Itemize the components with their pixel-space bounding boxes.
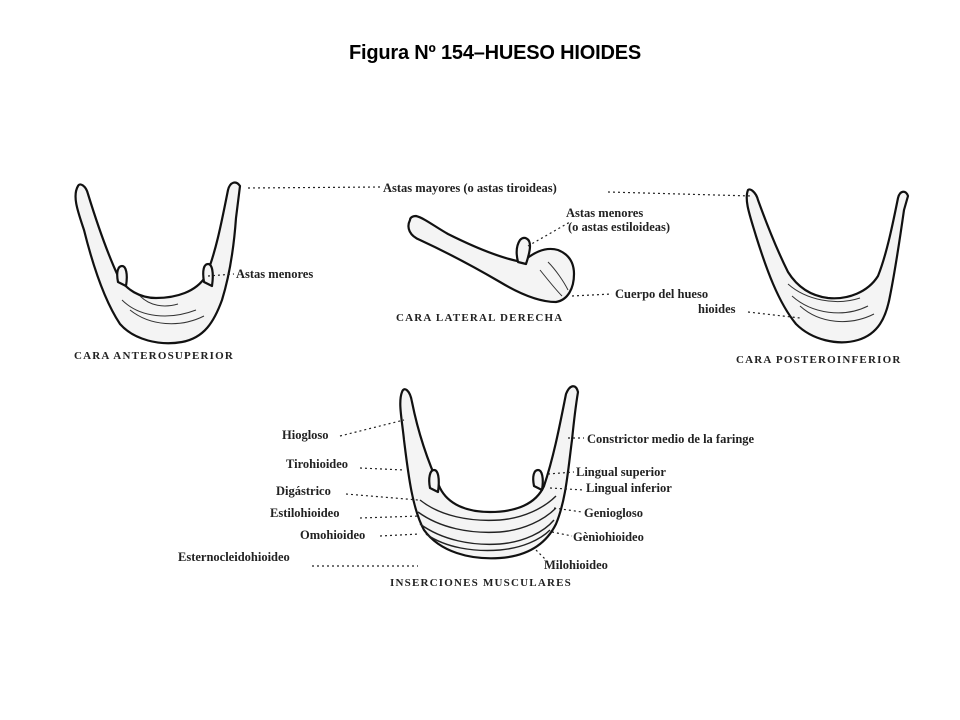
label-astas-mayores: Astas mayores (o astas tiroideas) (383, 181, 557, 195)
hyoid-anterosuperior-view (74, 181, 242, 345)
muscle-label-right-1: Constrictor medio de la faringe (587, 432, 755, 446)
muscle-label-left-1: Hiogloso (282, 428, 329, 442)
muscle-label-right-6: Milohioideo (544, 558, 608, 572)
muscle-label-left-2: Tirohioideo (286, 457, 348, 471)
muscle-label-right-2: Lingual superior (576, 465, 666, 479)
figure-title: Figura Nº 154–HUESO HIOIDES (349, 42, 641, 64)
muscle-label-left-3: Digástrico (276, 484, 331, 498)
caption-anterosuperior: CARA ANTEROSUPERIOR (74, 350, 234, 362)
muscle-label-left-4: Estilohioideo (270, 506, 339, 520)
label-cuerpo-2: hioides (698, 302, 736, 316)
hyoid-posteroinferior-view (745, 188, 910, 344)
muscle-label-right-4: Geniogloso (584, 506, 643, 520)
label-astas-menores-short: Astas menores (236, 267, 313, 281)
muscle-label-left-6: Esternocleidohioideo (178, 550, 290, 564)
hyoid-muscle-insertions-view (399, 385, 580, 560)
label-astas-menores-2: (o astas estiloideas) (568, 220, 670, 234)
label-cuerpo-1: Cuerpo del hueso (615, 287, 708, 301)
leader-lines (207, 186, 801, 567)
muscle-label-right-3: Lingual inferior (586, 481, 672, 495)
caption-posteroinferior: CARA POSTEROINFERIOR (736, 354, 902, 366)
label-astas-menores-1: Astas menores (566, 206, 643, 220)
caption-lateral: CARA LATERAL DERECHA (396, 312, 563, 324)
caption-insertions: INSERCIONES MUSCULARES (390, 577, 572, 589)
muscle-label-right-5: Gènìohioideo (573, 530, 644, 544)
hyoid-lateral-view (407, 214, 576, 304)
muscle-label-left-5: Omohioideo (300, 528, 365, 542)
